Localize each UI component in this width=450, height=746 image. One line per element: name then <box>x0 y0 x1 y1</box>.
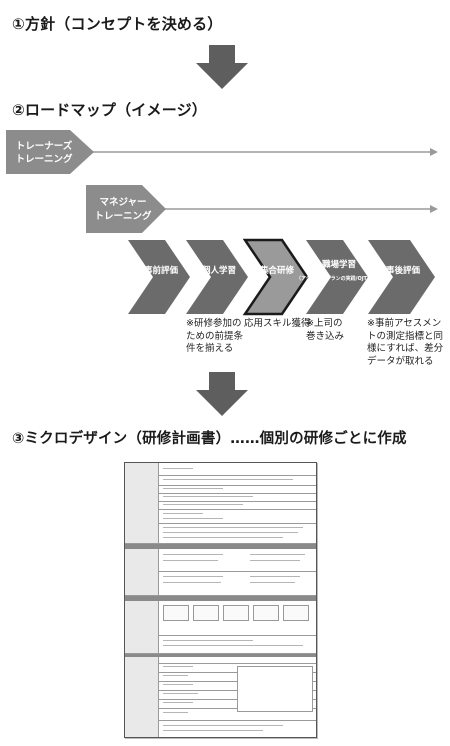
track-1-label-line2: トレーニング <box>15 153 73 165</box>
section-3-heading: ③ミクロデザイン（研修計画書）……個別の研修ごとに作成 <box>12 431 407 447</box>
step-5-label: 事後評価 <box>386 265 421 276</box>
step-individual-learning: 個人学習 <box>186 240 248 314</box>
note-prerequisites: ※研修参加の ための前提条 件を揃える <box>186 318 244 354</box>
track-2-label-line2: トレーニング <box>94 210 152 222</box>
step-post-evaluation: 事後評価 <box>368 240 435 314</box>
track-1-label-line1: トレーナーズ <box>16 140 73 152</box>
note-applied-skills: 応用スキル獲得 <box>244 318 311 329</box>
section-1-heading: ①方針（コンセプトを決める） <box>12 15 223 33</box>
step-workplace-learning: 職場学習 （アクションプランの実践/OJT指導） <box>296 240 382 314</box>
track-manager-training: マネジャー トレーニング <box>86 185 438 233</box>
track-2-label-line1: マネジャー <box>99 197 146 208</box>
step-3-label: 集合研修 <box>259 265 295 276</box>
roadmap-diagram: トレーナーズ トレーニング マネジャー トレーニング 事前評価 個人学習 集合研… <box>6 130 438 316</box>
note-assessment: ※事前アセスメン トの測定指標と同 様にすれば、差分 データが取れる <box>367 318 444 367</box>
step-pre-evaluation: 事前評価 <box>128 240 190 314</box>
training-plan-document-thumbnail <box>124 462 317 738</box>
step-2-label: 個人学習 <box>201 265 236 276</box>
note-boss-involvement: ※上司の 巻き込み <box>306 318 345 342</box>
step-1-label: 事前評価 <box>144 265 179 276</box>
track-trainers-training: トレーナーズ トレーニング <box>6 130 438 174</box>
step-4-label: 職場学習 <box>322 259 356 270</box>
down-arrow-icon <box>196 372 248 416</box>
down-arrow-icon <box>196 45 248 89</box>
step-group-training: 集合研修 <box>242 238 309 316</box>
section-2-heading: ②ロードマップ（イメージ） <box>12 101 208 119</box>
step-4-sublabel: （アクションプランの実践/OJT指導） <box>296 275 382 282</box>
